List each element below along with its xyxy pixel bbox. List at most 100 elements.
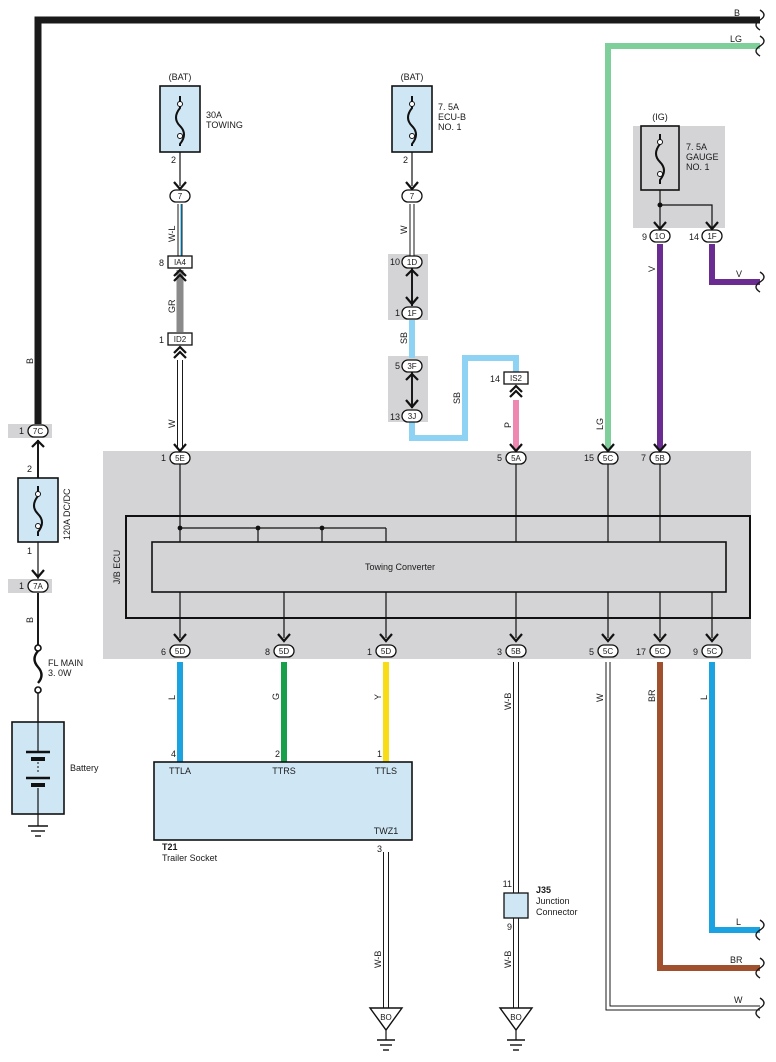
label-wb2: W-B: [373, 951, 383, 968]
connector-top-5a: 5 5A: [497, 443, 527, 465]
label-y: Y: [373, 694, 383, 700]
pin-name-ttls: TTLS: [375, 766, 397, 776]
svg-text:7C: 7C: [33, 427, 43, 436]
svg-text:1D: 1D: [407, 258, 417, 267]
svg-text:14: 14: [490, 374, 500, 384]
svg-text:5C: 5C: [655, 647, 665, 656]
dcdc-fuse-pin-top: 2: [27, 464, 32, 474]
connector-id2: 1 ID2: [159, 332, 193, 359]
svg-text:5D: 5D: [279, 647, 289, 656]
label-g: G: [271, 693, 281, 700]
towing-fuse: (BAT) 30A TOWING 2: [159, 72, 243, 186]
junction-code: J35: [536, 885, 551, 895]
label-b-low: B: [25, 617, 35, 623]
svg-text:5A: 5A: [511, 454, 521, 463]
label-w-end: W: [734, 995, 743, 1005]
pin-name-ttrs: TTRS: [272, 766, 296, 776]
connector-bot-5c-3: 9 5C: [693, 633, 723, 658]
pin-name-ttla: TTLA: [169, 766, 191, 776]
junction-pin-bot: 9: [507, 922, 512, 932]
svg-text:5C: 5C: [603, 454, 613, 463]
fl-main-label: FL MAIN: [48, 658, 83, 668]
svg-text:IS2: IS2: [510, 374, 523, 383]
connector-top-5c: 15 5C: [584, 443, 619, 465]
connector-3j: 13 3J: [390, 399, 423, 423]
battery-label: Battery: [70, 763, 99, 773]
svg-text:9: 9: [693, 647, 698, 657]
pin-name-twz1: TWZ1: [374, 826, 399, 836]
svg-text:5D: 5D: [381, 647, 391, 656]
wire-break-symbols: [755, 9, 765, 1019]
label-p: P: [503, 422, 513, 428]
label-l-end: L: [736, 917, 741, 927]
ecub-fuse-rating: 7. 5A: [438, 102, 459, 112]
connector-7-towing: 7: [169, 181, 191, 203]
svg-text:1: 1: [161, 453, 166, 463]
connector-bot-5d-1: 6 5D: [161, 633, 191, 658]
battery: Battery: [11, 721, 99, 837]
connector-7-ecub: 7: [401, 181, 423, 203]
connector-1f-a: 1 1F: [395, 296, 423, 320]
ecub-fuse-pin: 2: [403, 155, 408, 165]
svg-text:5D: 5D: [175, 647, 185, 656]
trailer-socket-code: T21: [162, 842, 178, 852]
gauge-fuse: (IG) 7. 5A GAUGE NO. 1: [640, 112, 719, 228]
gauge-fuse-rating: 7. 5A: [686, 142, 707, 152]
connector-1d: 10 1D: [390, 255, 423, 277]
junction-name-1: Junction: [536, 896, 570, 906]
wire-w3-inner: [606, 662, 760, 1010]
svg-text:7A: 7A: [33, 582, 43, 591]
pin-num-ttrs: 2: [275, 749, 280, 759]
svg-text:BO: BO: [380, 1013, 392, 1022]
dcdc-fuse-pin-bot: 1: [27, 546, 32, 556]
label-wb1: W-B: [503, 693, 513, 710]
svg-text:3: 3: [497, 647, 502, 657]
trailer-socket-name: Trailer Socket: [162, 853, 218, 863]
svg-text:BO: BO: [510, 1013, 522, 1022]
connector-bot-5d-3: 1 5D: [367, 633, 397, 658]
ecub-fuse: (BAT) 7. 5A ECU-B NO. 1 2: [391, 72, 466, 186]
connector-1o: 9 1O: [642, 221, 671, 243]
svg-text:5: 5: [589, 647, 594, 657]
pin-num-twz1: 3: [377, 844, 382, 854]
svg-text:5B: 5B: [511, 647, 521, 656]
connector-ia4: 8 IA4: [159, 255, 193, 282]
junction-name-2: Connector: [536, 907, 578, 917]
svg-text:8: 8: [159, 258, 164, 268]
fl-main-link: FL MAIN 3. 0W: [33, 644, 83, 694]
label-sb2: SB: [452, 392, 462, 404]
label-wb3: W-B: [503, 951, 513, 968]
connector-1f-b: 14 1F: [689, 221, 723, 243]
towing-fuse-rating: 30A: [206, 110, 222, 120]
wire-l-2: [709, 662, 760, 933]
ecub-fuse-name: ECU-B: [438, 112, 466, 122]
svg-text:6: 6: [161, 647, 166, 657]
svg-text:5: 5: [497, 453, 502, 463]
svg-text:IA4: IA4: [174, 258, 187, 267]
connector-7c: 1 7C: [8, 424, 52, 448]
svg-text:ID2: ID2: [174, 335, 187, 344]
svg-text:1F: 1F: [407, 309, 416, 318]
label-v1: V: [647, 266, 657, 272]
svg-text:15: 15: [584, 453, 594, 463]
svg-text:3J: 3J: [408, 412, 416, 421]
ground-1: BO: [368, 1007, 404, 1051]
fl-main-rating: 3. 0W: [48, 668, 72, 678]
gauge-fuse-source: (IG): [652, 112, 668, 122]
pin-num-ttls: 1: [377, 749, 382, 759]
svg-text:14: 14: [689, 232, 699, 242]
wire-br: [657, 662, 760, 971]
svg-text:5C: 5C: [603, 647, 613, 656]
label-gr: GR: [167, 299, 177, 313]
connector-3f: 5 3F: [395, 359, 423, 381]
jb-ecu-label: J/B ECU: [112, 550, 122, 585]
wire-sb2: [409, 355, 519, 441]
connector-top-5e: 1 5E: [161, 443, 191, 465]
svg-text:10: 10: [390, 257, 400, 267]
ecub-fuse-number: NO. 1: [438, 122, 462, 132]
towing-fuse-source: (BAT): [169, 72, 192, 82]
label-b-left: B: [25, 358, 35, 364]
label-br1: BR: [647, 689, 657, 702]
towing-fuse-pin: 2: [171, 155, 176, 165]
label-br-end: BR: [730, 955, 743, 965]
